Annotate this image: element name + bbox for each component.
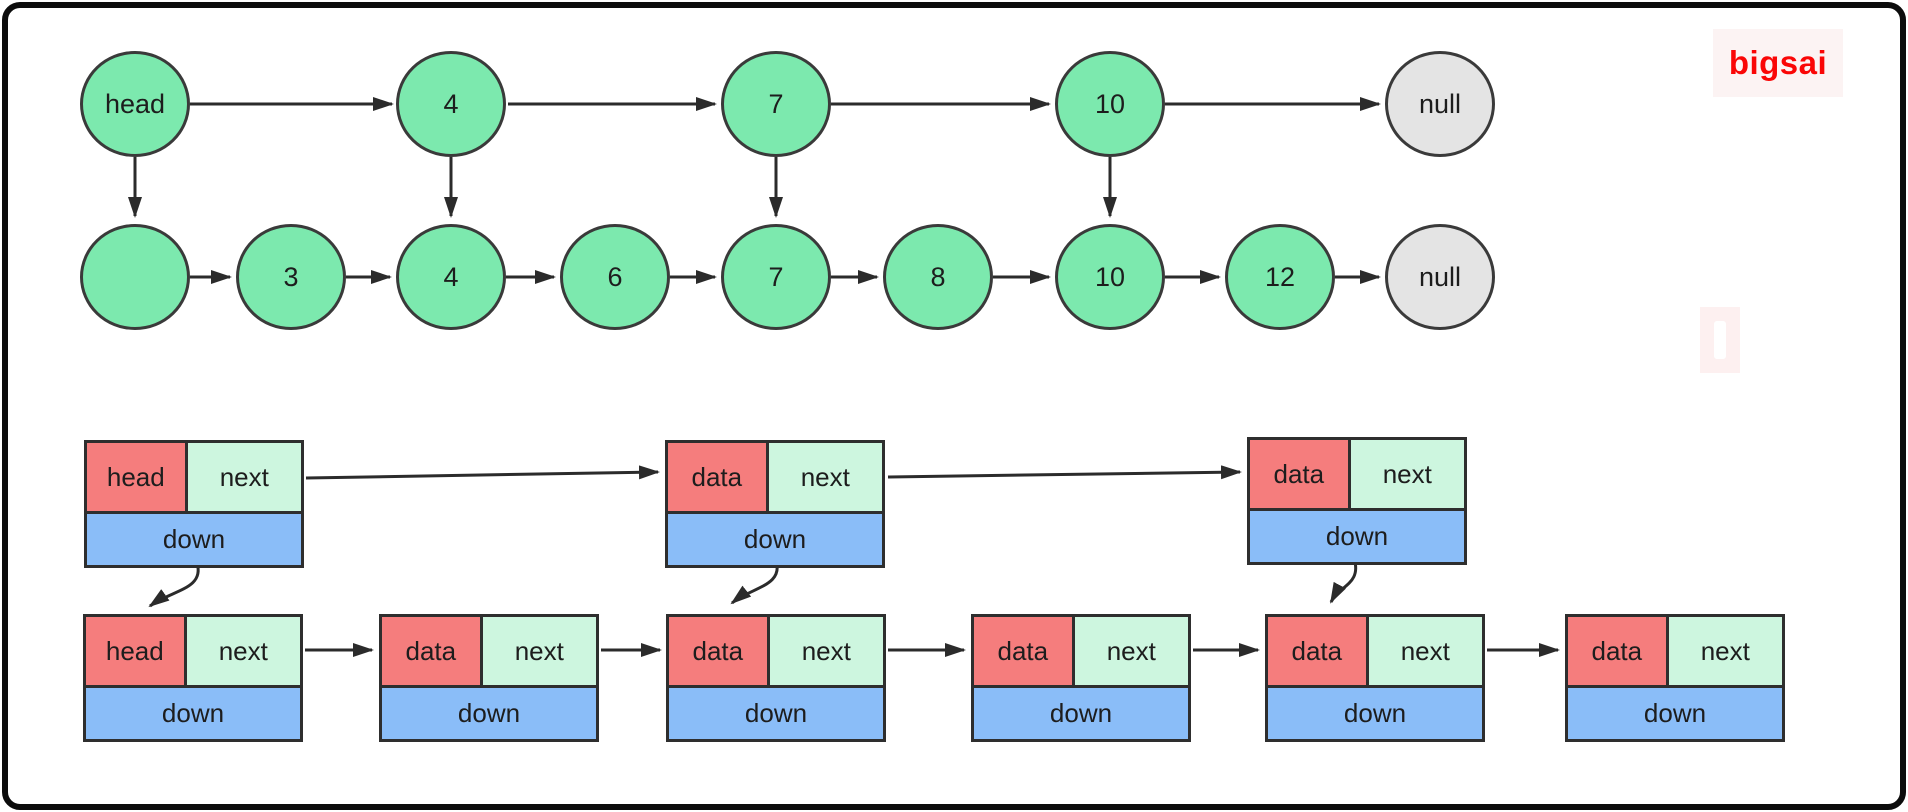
- value-cell: data: [668, 443, 769, 511]
- struct-lower-4: data next down: [971, 614, 1191, 742]
- arrow-upper-1-2: [305, 465, 660, 480]
- struct-lower-2: data next down: [379, 614, 599, 742]
- struct-lower-6: data next down: [1565, 614, 1785, 742]
- next-cell: next: [1074, 617, 1188, 685]
- down-cell: down: [1250, 511, 1464, 562]
- struct-lower-3: data next down: [666, 614, 886, 742]
- down-cell: down: [86, 688, 300, 739]
- struct-lower-1: head next down: [83, 614, 303, 742]
- normal-node-null: null: [1385, 224, 1495, 330]
- normal-node-8: 8: [883, 224, 993, 330]
- struct-lower-5: data next down: [1265, 614, 1485, 742]
- value-cell: data: [974, 617, 1075, 685]
- normal-node-4: 4: [396, 224, 506, 330]
- next-cell: next: [482, 617, 596, 685]
- struct-upper-2: data next down: [665, 440, 885, 568]
- arrow-upper-2-3: [887, 465, 1242, 480]
- express-node-null: null: [1385, 51, 1495, 157]
- normal-node-6: 6: [560, 224, 670, 330]
- express-node-4: 4: [396, 51, 506, 157]
- value-cell: data: [382, 617, 483, 685]
- down-cell: down: [974, 688, 1188, 739]
- faint-watermark: [1700, 307, 1740, 373]
- next-cell: next: [1350, 440, 1464, 508]
- arrow-curve-upper-1: [148, 562, 200, 608]
- down-cell: down: [1268, 688, 1482, 739]
- down-cell: down: [669, 688, 883, 739]
- next-cell: next: [1368, 617, 1482, 685]
- value-cell: head: [87, 443, 188, 511]
- value-cell: data: [1250, 440, 1351, 508]
- next-cell: next: [768, 443, 882, 511]
- down-cell: down: [1568, 688, 1782, 739]
- next-cell: next: [1668, 617, 1782, 685]
- value-cell: data: [1268, 617, 1369, 685]
- faint-watermark-glyph: [1714, 321, 1726, 359]
- value-cell: data: [1568, 617, 1669, 685]
- down-cell: down: [668, 514, 882, 565]
- express-node-10: 10: [1055, 51, 1165, 157]
- express-node-7: 7: [721, 51, 831, 157]
- next-cell: next: [186, 617, 300, 685]
- normal-node-12: 12: [1225, 224, 1335, 330]
- express-node-head: head: [80, 51, 190, 157]
- struct-upper-3: data next down: [1247, 437, 1467, 565]
- normal-node-7: 7: [721, 224, 831, 330]
- next-cell: next: [769, 617, 883, 685]
- down-cell: down: [382, 688, 596, 739]
- normal-node-3: 3: [236, 224, 346, 330]
- value-cell: data: [669, 617, 770, 685]
- normal-node-empty: [80, 224, 190, 330]
- down-cell: down: [87, 514, 301, 565]
- value-cell: head: [86, 617, 187, 685]
- struct-upper-1: head next down: [84, 440, 304, 568]
- next-cell: next: [187, 443, 301, 511]
- brand-watermark: bigsai: [1713, 29, 1843, 97]
- normal-node-10: 10: [1055, 224, 1165, 330]
